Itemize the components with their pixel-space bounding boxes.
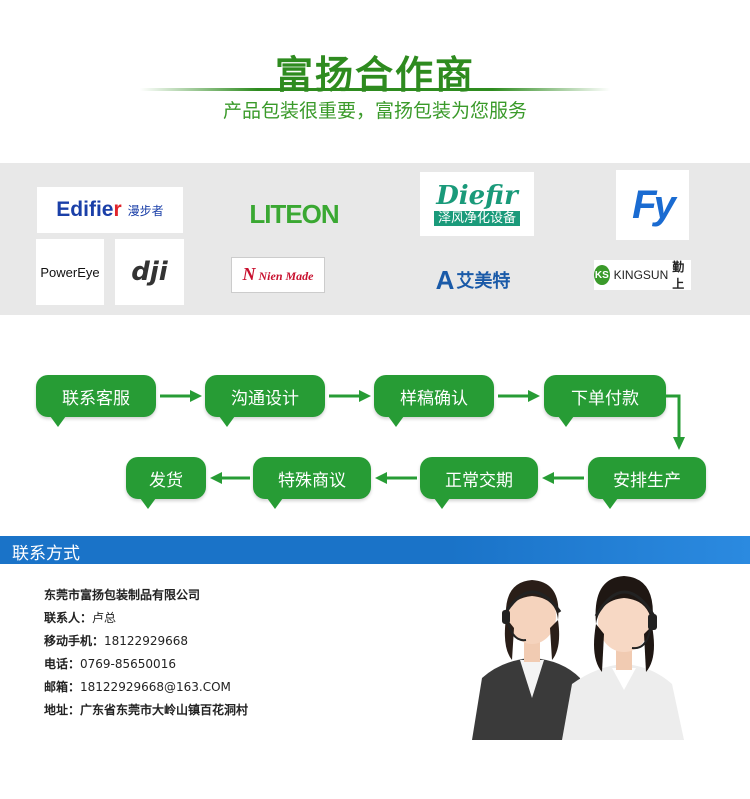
header: 富扬合作商 产品包装很重要，富扬包装为您服务	[0, 0, 750, 160]
process-step-normal-delivery: 正常交期	[420, 457, 538, 509]
partner-logo-kingsun[interactable]: KS KINGSUN 勤上	[594, 260, 691, 290]
kingsun-wordmark: KINGSUN	[613, 268, 669, 282]
arrow-down-icon	[666, 394, 685, 450]
arrow-right-icon	[160, 390, 202, 402]
contact-value: 18122929668	[104, 634, 188, 648]
process-step-proof: 样稿确认	[374, 375, 494, 427]
contact-label: 邮箱：	[44, 680, 81, 694]
partner-logo-fy[interactable]: Fy	[616, 170, 689, 240]
agent-left	[472, 580, 587, 740]
process-step-design: 沟通设计	[205, 375, 325, 427]
process-step-production: 安排生产	[588, 457, 706, 509]
contact-label: 移动手机：	[44, 634, 105, 648]
contact-label: 电话：	[44, 657, 81, 671]
arrow-right-icon	[329, 390, 371, 402]
partner-logo-nienmode[interactable]: N Nien Made	[231, 257, 325, 293]
process-step-payment: 下单付款	[544, 375, 666, 427]
contact-phone-row: 电话：0769-85650016	[44, 653, 248, 676]
kingsun-mark: KS	[594, 265, 610, 285]
customer-service-agents-image	[472, 576, 684, 740]
contact-section-header: 联系方式	[0, 536, 750, 564]
process-step-special-negotiation: 特殊商议	[253, 457, 371, 509]
agent-right	[562, 576, 684, 740]
contact-value: 18122929668@163.COM	[80, 680, 231, 694]
page-subtitle: 产品包装很重要，富扬包装为您服务	[222, 100, 527, 122]
nienmode-wordmark: N Nien Made	[242, 264, 314, 285]
contact-address-row: 地址：广东省东莞市大岭山镇百花洞村	[44, 699, 248, 722]
contact-label: 联系人：	[44, 611, 93, 625]
contact-person-row: 联系人：卢总	[44, 607, 248, 630]
contact-value: 广东省东莞市大岭山镇百花洞村	[80, 703, 249, 717]
order-process-flow: 联系客服 沟通设计 样稿确认 下单付款 安排生产 正常交期 特殊商议 发货	[0, 315, 750, 530]
edifier-cn-name: 漫步者	[127, 203, 164, 218]
partner-logo-edifier[interactable]: Edifier 漫步者	[37, 187, 183, 233]
arrow-left-icon	[210, 472, 250, 484]
contact-value: 卢总	[92, 611, 117, 625]
contact-value: 0769-85650016	[80, 657, 176, 671]
partner-logo-powereye[interactable]: PowerEye	[36, 239, 104, 305]
kingsun-cn-name: 勤上	[672, 260, 685, 290]
process-step-shipping: 发货	[126, 457, 206, 509]
contact-email-row: 邮箱：18122929668@163.COM	[44, 676, 248, 699]
contact-label: 地址：	[44, 703, 81, 717]
contact-company-row: 东莞市富扬包装制品有限公司	[44, 584, 248, 607]
arrow-left-icon	[542, 472, 584, 484]
arrow-left-icon	[375, 472, 417, 484]
arrow-right-icon	[498, 390, 540, 402]
diefir-wordmark: Diefir	[436, 180, 518, 211]
aimeite-cn-name: 艾美特	[456, 271, 511, 292]
edifier-wordmark: Edifier	[56, 198, 122, 221]
title-underline	[140, 88, 610, 91]
company-name: 东莞市富扬包装制品有限公司	[44, 588, 201, 602]
partner-logo-dji[interactable]: dji	[115, 239, 184, 305]
partner-logo-diefir[interactable]: Diefir 泽风净化设备	[420, 172, 534, 236]
partner-logo-aimeite[interactable]: A 艾美特	[418, 263, 528, 297]
process-step-contact-service: 联系客服	[36, 375, 156, 427]
partner-logo-band: Edifier 漫步者 LITEON Diefir 泽风净化设备 Fy Powe…	[0, 163, 750, 315]
partner-logo-liteon[interactable]: LITEON	[249, 198, 339, 229]
contact-mobile-row: 移动手机：18122929668	[44, 630, 248, 653]
diefir-cn-name: 泽风净化设备	[433, 210, 520, 226]
contact-section-title: 联系方式	[12, 544, 80, 564]
contact-info-list: 东莞市富扬包装制品有限公司 联系人：卢总 移动手机：18122929668 电话…	[44, 584, 248, 722]
aimeite-mark: A	[435, 264, 455, 295]
